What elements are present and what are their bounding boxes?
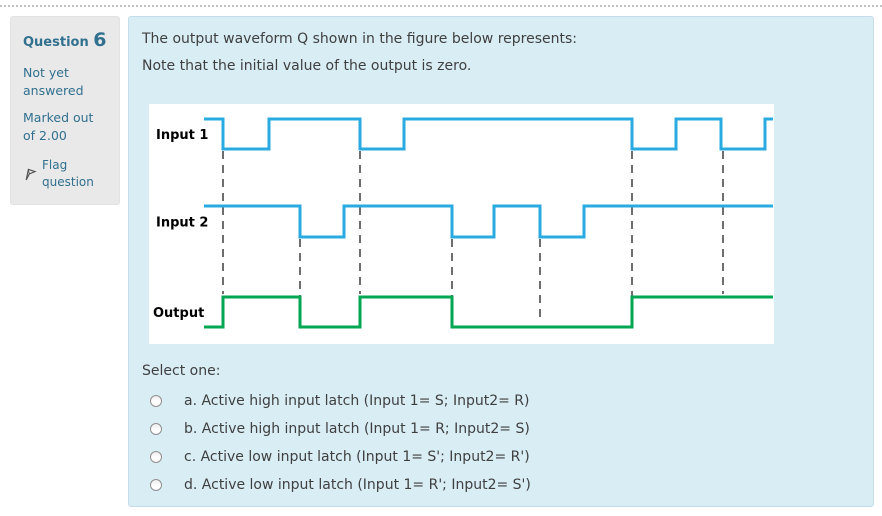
top-divider [0,5,882,7]
option-a-label: a. Active high input latch (Input 1= S; … [184,393,530,409]
option-c-label: c. Active low input latch (Input 1= S'; … [184,449,530,465]
option-b-label: b. Active high input latch (Input 1= R; … [184,421,530,437]
input-2-label: Input 2 [156,216,208,231]
output-label: Output [153,306,204,321]
option-a-radio[interactable] [150,395,162,407]
flag-question-label: Flag question [42,158,94,190]
flag-question-link[interactable]: Flag question [23,157,107,192]
waveform-diagram: Input 1 Input 2 Output [153,117,773,329]
answer-option-c[interactable]: c. Active low input latch (Input 1= S'; … [142,443,860,471]
question-grade: Marked out of 2.00 [23,109,94,143]
flag-icon [25,169,37,181]
question-label: Question [23,35,89,50]
option-d-label: d. Active low input latch (Input 1= R'; … [184,477,531,493]
question-note: Note that the initial value of the outpu… [142,58,472,74]
option-c-radio[interactable] [150,451,162,463]
answer-option-a[interactable]: a. Active high input latch (Input 1= S; … [142,387,860,415]
question-content-panel: The output waveform Q shown in the figur… [128,16,874,507]
question-status: Not yet answered [23,64,84,98]
question-prompt: The output waveform Q shown in the figur… [142,31,577,47]
input-2-waveform [204,204,773,239]
answer-option-d[interactable]: d. Active low input latch (Input 1= R'; … [142,471,860,499]
waveform-figure: Input 1 Input 2 Output [149,104,774,344]
input-1-waveform [204,117,773,151]
option-b-radio[interactable] [150,423,162,435]
answer-option-b[interactable]: b. Active high input latch (Input 1= R; … [142,415,860,443]
question-number: 6 [93,29,107,51]
option-d-radio[interactable] [150,479,162,491]
input-1-label: Input 1 [156,128,208,143]
question-title: Question 6 [23,27,107,55]
select-one-label: Select one: [142,363,221,379]
output-waveform [204,295,773,329]
question-row: Question 6 Not yet answered Marked out o… [10,16,874,507]
question-info-panel: Question 6 Not yet answered Marked out o… [10,16,120,205]
